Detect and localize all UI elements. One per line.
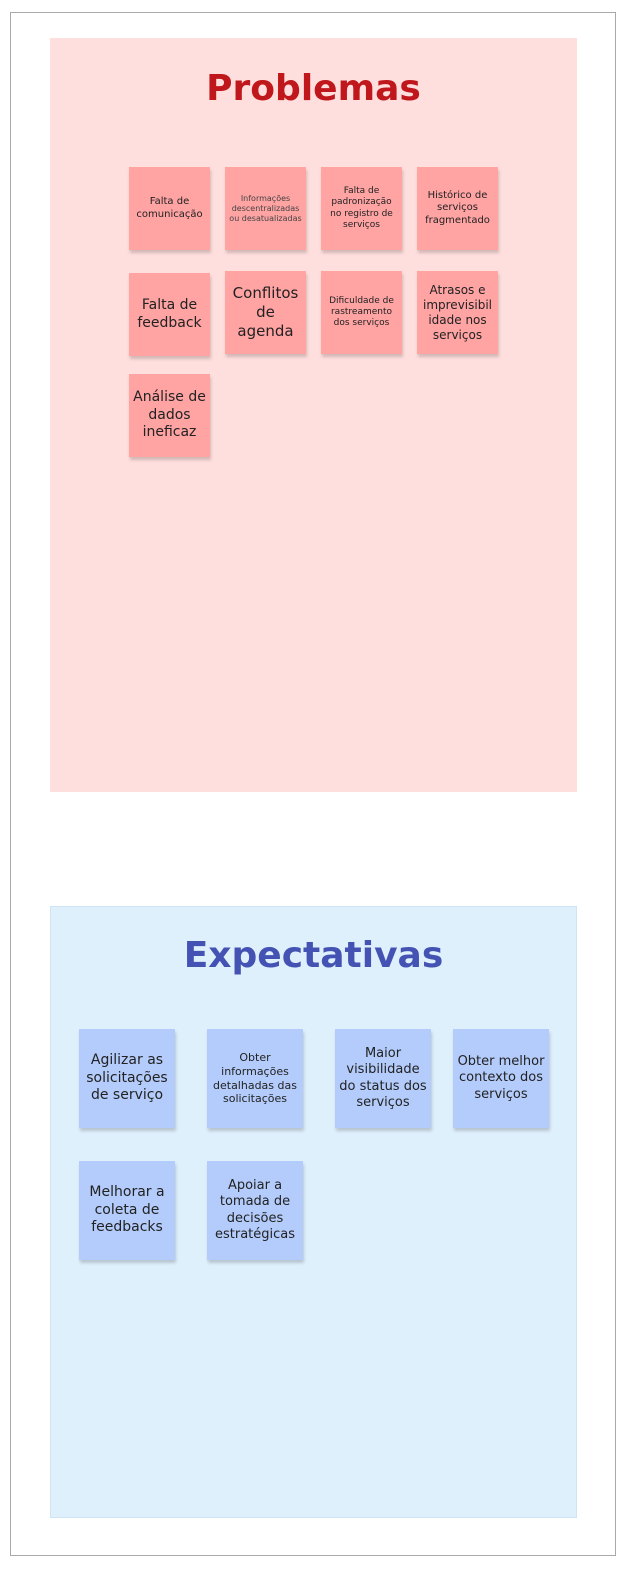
sticky-note[interactable]: Conflitos de agenda: [225, 271, 306, 354]
sticky-note[interactable]: Melhorar a coleta de feedbacks: [79, 1161, 175, 1260]
sticky-note[interactable]: Apoiar a tomada de decisões estratégicas: [207, 1161, 303, 1260]
sticky-note[interactable]: Informações descentralizadas ou desatual…: [225, 167, 306, 250]
sticky-note[interactable]: Agilizar as solicitações de serviço: [79, 1029, 175, 1128]
sticky-note[interactable]: Maior visibilidade do status dos serviço…: [335, 1029, 431, 1128]
sticky-note[interactable]: Obter melhor contexto dos serviços: [453, 1029, 549, 1128]
sticky-note[interactable]: Falta de feedback: [129, 273, 210, 356]
sticky-note[interactable]: Dificuldade de rastreamento dos serviços: [321, 271, 402, 354]
sticky-note[interactable]: Histórico de serviços fragmentado: [417, 167, 498, 250]
sticky-note[interactable]: Falta de padronização no registro de ser…: [321, 167, 402, 250]
sticky-note[interactable]: Obter informações detalhadas das solicit…: [207, 1029, 303, 1128]
sticky-note[interactable]: Atrasos e imprevisibil idade nos serviço…: [417, 271, 498, 354]
sticky-note[interactable]: Análise de dados ineficaz: [129, 374, 210, 457]
problemas-title: Problemas: [206, 68, 421, 109]
expectativas-title: Expectativas: [183, 935, 444, 976]
sticky-note[interactable]: Falta de comunicação: [129, 167, 210, 250]
